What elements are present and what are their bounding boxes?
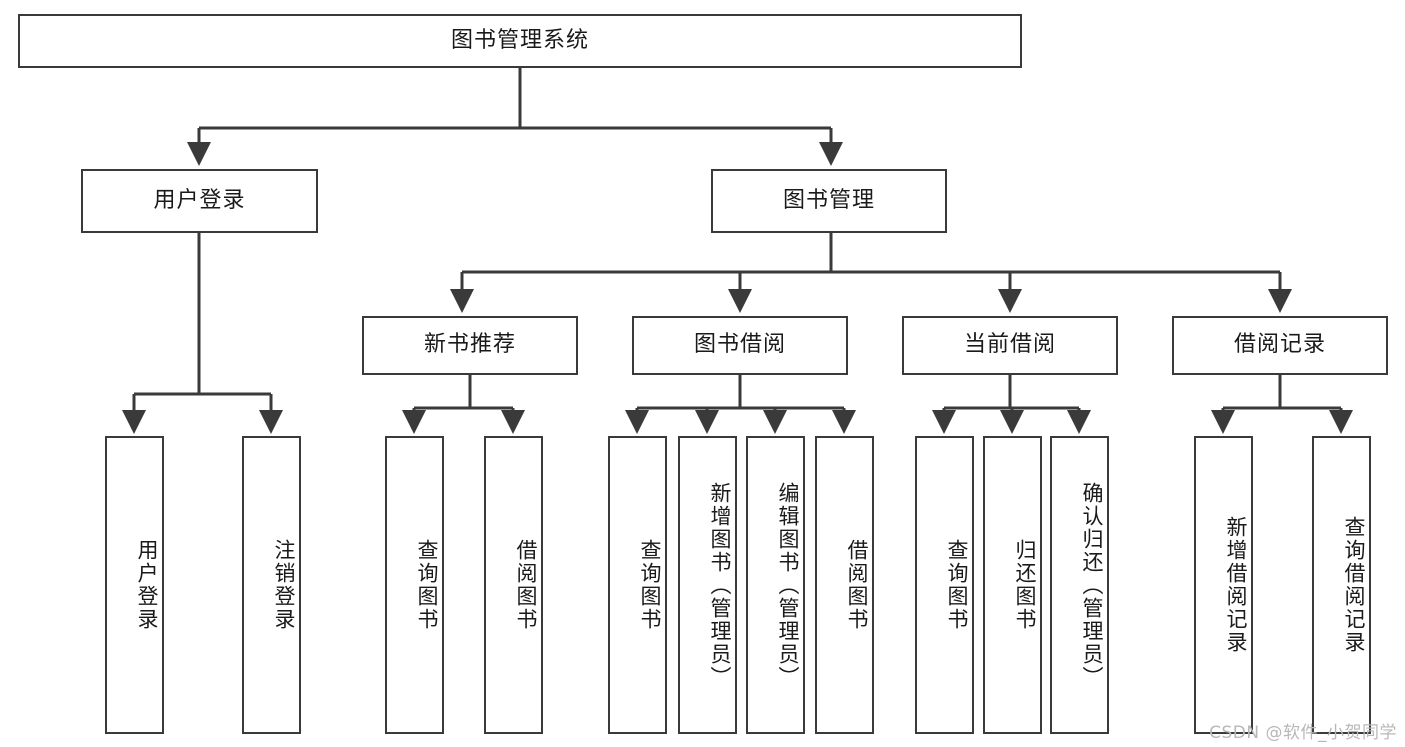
node-label: 新增图书（管理员） bbox=[708, 481, 732, 689]
node-label: 注销登录 bbox=[272, 539, 296, 631]
node-book-borrow[interactable]: 图书借阅 bbox=[632, 316, 848, 375]
node-book-manage[interactable]: 图书管理 bbox=[711, 169, 947, 233]
node-label: 查询借阅记录 bbox=[1342, 516, 1366, 654]
node-label: 借阅图书 bbox=[514, 539, 538, 631]
node-label: 查询图书 bbox=[945, 539, 969, 631]
node-user-login[interactable]: 用户登录 bbox=[81, 169, 318, 233]
node-label: 新书推荐 bbox=[423, 332, 516, 358]
node-label: 新增借阅记录 bbox=[1224, 516, 1248, 654]
node-label: 查询图书 bbox=[638, 539, 662, 631]
node-leaf-user-logout[interactable]: 注销登录 bbox=[242, 436, 301, 734]
node-label: 用户登录 bbox=[135, 539, 159, 631]
node-leaf-br-add-record[interactable]: 新增借阅记录 bbox=[1194, 436, 1253, 734]
node-leaf-bb-edit-book[interactable]: 编辑图书（管理员） bbox=[746, 436, 805, 734]
node-label: 用户登录 bbox=[153, 187, 246, 213]
node-label: 确认归还（管理员） bbox=[1080, 481, 1104, 689]
node-label: 归还图书 bbox=[1013, 539, 1037, 631]
node-label: 图书管理系统 bbox=[450, 27, 589, 53]
node-leaf-rec-query-book[interactable]: 查询图书 bbox=[385, 436, 444, 734]
node-leaf-bb-borrow-book[interactable]: 借阅图书 bbox=[815, 436, 874, 734]
node-leaf-user-login[interactable]: 用户登录 bbox=[105, 436, 164, 734]
node-label: 借阅记录 bbox=[1233, 332, 1326, 358]
node-root[interactable]: 图书管理系统 bbox=[18, 14, 1022, 68]
node-leaf-rec-borrow-book[interactable]: 借阅图书 bbox=[484, 436, 543, 734]
node-label: 当前借阅 bbox=[963, 332, 1056, 358]
node-current-borrow[interactable]: 当前借阅 bbox=[902, 316, 1118, 375]
node-leaf-bb-query-book[interactable]: 查询图书 bbox=[608, 436, 667, 734]
node-leaf-bb-add-book[interactable]: 新增图书（管理员） bbox=[678, 436, 737, 734]
node-label: 编辑图书（管理员） bbox=[776, 481, 800, 689]
node-leaf-cb-return-book[interactable]: 归还图书 bbox=[983, 436, 1042, 734]
node-leaf-cb-query-book[interactable]: 查询图书 bbox=[915, 436, 974, 734]
node-leaf-cb-confirm-return[interactable]: 确认归还（管理员） bbox=[1050, 436, 1109, 734]
node-label: 查询图书 bbox=[415, 539, 439, 631]
node-borrow-record[interactable]: 借阅记录 bbox=[1172, 316, 1388, 375]
node-label: 图书管理 bbox=[782, 187, 875, 213]
node-leaf-br-query-record[interactable]: 查询借阅记录 bbox=[1312, 436, 1371, 734]
node-new-book-rec[interactable]: 新书推荐 bbox=[362, 316, 578, 375]
node-label: 借阅图书 bbox=[845, 539, 869, 631]
node-label: 图书借阅 bbox=[693, 332, 786, 358]
